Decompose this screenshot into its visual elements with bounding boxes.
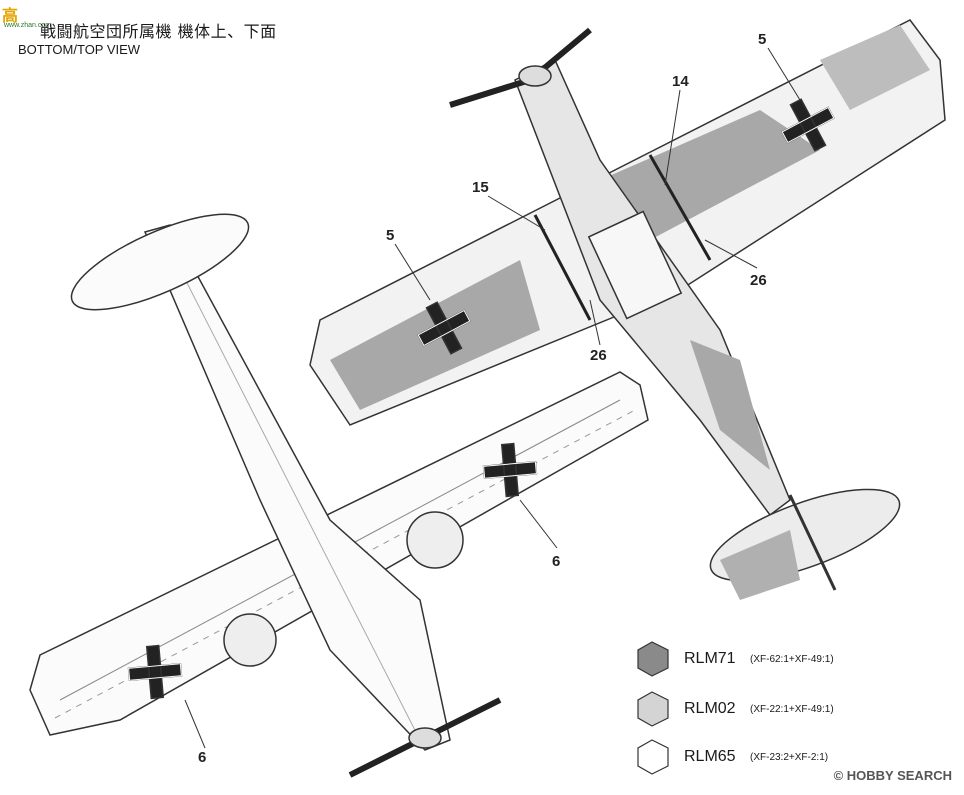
- rlm65-swatch: [637, 739, 669, 775]
- bottom-view-aircraft: [29, 213, 649, 778]
- callout-6-right: 6: [552, 553, 560, 570]
- callout-5-left: 5: [386, 227, 394, 244]
- rlm71-swatch: [637, 641, 669, 677]
- legend-name: RLM02: [684, 700, 736, 717]
- page-title-en: BOTTOM/TOP VIEW: [18, 42, 141, 57]
- page-title-jp: 戦闘航空団所属機 機体上、下面: [40, 22, 277, 41]
- bottom-view-fuselage: [143, 224, 451, 751]
- top-view-aircraft: [309, 19, 946, 600]
- callout-14: 14: [672, 73, 689, 90]
- bottom-view-tailplane: [70, 213, 250, 311]
- watermark-url: www.zhan.com: [4, 22, 52, 29]
- legend-mix: (XF-23:2+XF-2:1): [750, 751, 829, 763]
- callout-15: 15: [472, 179, 489, 196]
- legend-item-rlm65: RLM65 (XF-23:2+XF-2:1): [636, 739, 828, 775]
- watermark-logo: 高: [2, 6, 19, 25]
- legend-mix: (XF-62:1+XF-49:1): [750, 653, 834, 665]
- rlm02-swatch: [637, 691, 669, 727]
- callout-leaders: [184, 47, 801, 749]
- legend-item-rlm02: RLM02 (XF-22:1+XF-49:1): [636, 691, 834, 727]
- callout-26-left: 26: [590, 347, 607, 364]
- legend-swatches: [637, 641, 669, 775]
- callout-6-left: 6: [198, 749, 206, 766]
- legend-name: RLM71: [684, 650, 736, 667]
- legend-item-rlm71: RLM71 (XF-62:1+XF-49:1): [636, 641, 834, 677]
- footer-credit: © HOBBY SEARCH: [833, 768, 952, 783]
- callout-5-top: 5: [758, 31, 766, 48]
- legend-name: RLM65: [684, 748, 736, 765]
- legend-mix: (XF-22:1+XF-49:1): [750, 703, 834, 715]
- callout-26-right: 26: [750, 272, 767, 289]
